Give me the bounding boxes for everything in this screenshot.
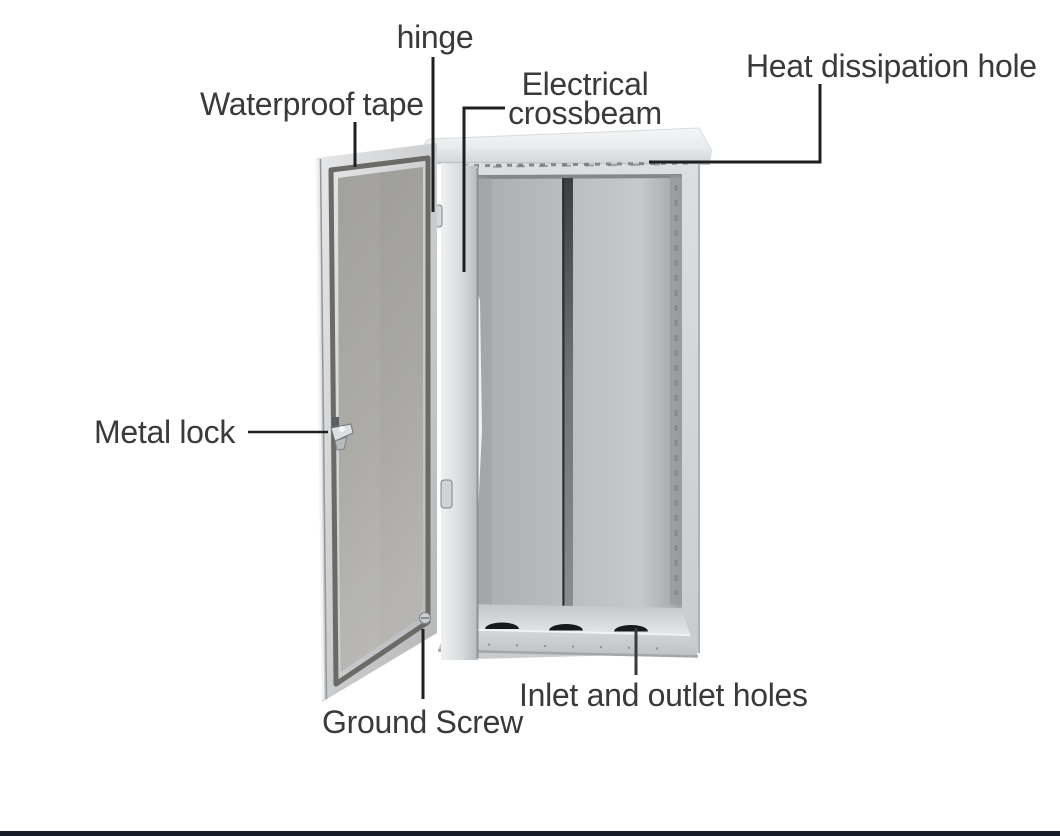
heat-dissipation-holes-shadow <box>469 163 661 168</box>
callout-electrical-crossbeam-line2: crossbeam <box>508 95 662 131</box>
interior-top-shadow <box>476 174 683 179</box>
callout-metal-lock: Metal lock <box>94 414 236 450</box>
lid-front <box>419 150 712 164</box>
ground-screw <box>413 611 432 625</box>
electrical-crossbeam-leader-line <box>462 106 505 272</box>
callout-inlet-outlet-holes: Inlet and outlet holes <box>519 677 808 713</box>
callout-hinge: hinge <box>396 19 474 55</box>
interior-right-corner <box>670 175 682 606</box>
interior-left-corner <box>477 176 492 606</box>
callout-electrical-crossbeam: Electrical crossbeam <box>495 68 675 131</box>
door-left-edge-highlight <box>315 158 325 701</box>
callout-electrical-crossbeam-line1: Electrical <box>521 66 649 102</box>
center-crossbeam <box>562 178 573 616</box>
callout-waterproof-tape: Waterproof tape <box>200 86 424 122</box>
inlet-outlet-hole-3 <box>614 625 648 632</box>
callout-ground-screw: Ground Screw <box>322 704 523 740</box>
bottom-lip-edge <box>437 649 699 658</box>
inlet-outlet-hole-2 <box>549 624 583 631</box>
callout-heat-dissipation-hole: Heat dissipation hole <box>746 48 1037 84</box>
interior-back-panel <box>470 175 682 612</box>
bottom-divider-bar <box>0 831 1060 836</box>
hinge-knuckle-bottom <box>440 479 453 509</box>
door-panel <box>338 167 423 672</box>
front-left-post <box>441 163 478 660</box>
bottom-lip <box>438 630 698 656</box>
heat-dissipation-leader-line <box>649 84 822 164</box>
door-left-edge <box>319 158 328 700</box>
inlet-outlet-hole-1 <box>485 622 519 629</box>
door-panel-sheen <box>338 173 380 672</box>
metal-lock <box>330 417 354 451</box>
floor-front-highlight <box>445 628 691 637</box>
